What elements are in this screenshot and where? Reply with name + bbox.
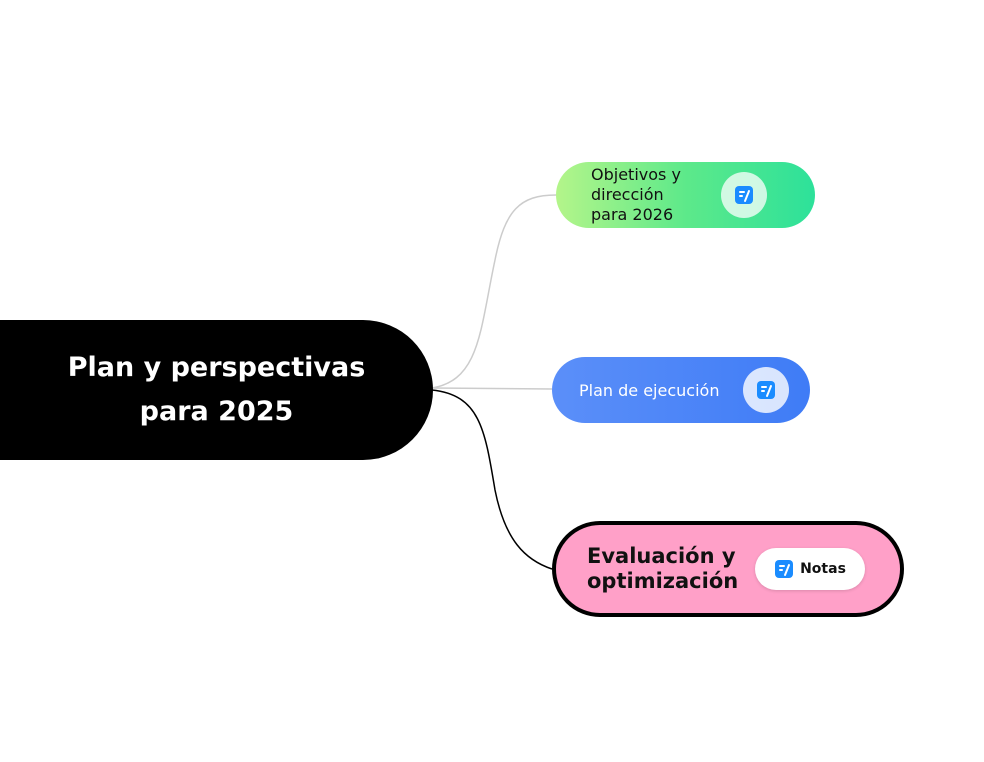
branch-plan-ejecucion-label: Plan de ejecución (579, 380, 720, 400)
connector-to-evaluacion (431, 389, 553, 570)
branch-objetivos-label-line1: Objetivos y (591, 165, 681, 184)
branch-objetivos-label-line3: para 2026 (591, 205, 674, 224)
note-icon (757, 381, 775, 399)
branch-objetivos[interactable]: Objetivos y dirección para 2026 (556, 162, 815, 228)
branch-evaluacion-label: Evaluación y optimización (587, 544, 757, 594)
branch-evaluacion-label-line2: optimización (587, 569, 739, 593)
branch-objetivos-note-button[interactable] (721, 172, 767, 218)
branch-evaluacion[interactable]: Evaluación y optimización Notas (552, 521, 904, 617)
root-title-line1: Plan y perspectivas (67, 352, 366, 383)
branch-objetivos-label-line2: dirección (591, 185, 664, 204)
branch-plan-ejecucion[interactable]: Plan de ejecución (552, 357, 810, 423)
note-icon (735, 186, 753, 204)
connector-to-plan-ejecucion (431, 387, 553, 390)
root-topic[interactable]: Plan y perspectivas para 2025 (0, 320, 433, 460)
root-title-line2: para 2025 (139, 396, 294, 427)
branch-plan-ejecucion-note-button[interactable] (743, 367, 789, 413)
note-icon (775, 560, 794, 578)
branch-objetivos-label: Objetivos y dirección para 2026 (591, 165, 711, 225)
notes-button[interactable]: Notas (755, 548, 865, 590)
notes-button-label: Notas (800, 561, 846, 577)
connector-to-objetivos (431, 194, 557, 389)
root-topic-title: Plan y perspectivas para 2025 (67, 346, 367, 434)
branch-evaluacion-label-line1: Evaluación y (587, 544, 736, 568)
